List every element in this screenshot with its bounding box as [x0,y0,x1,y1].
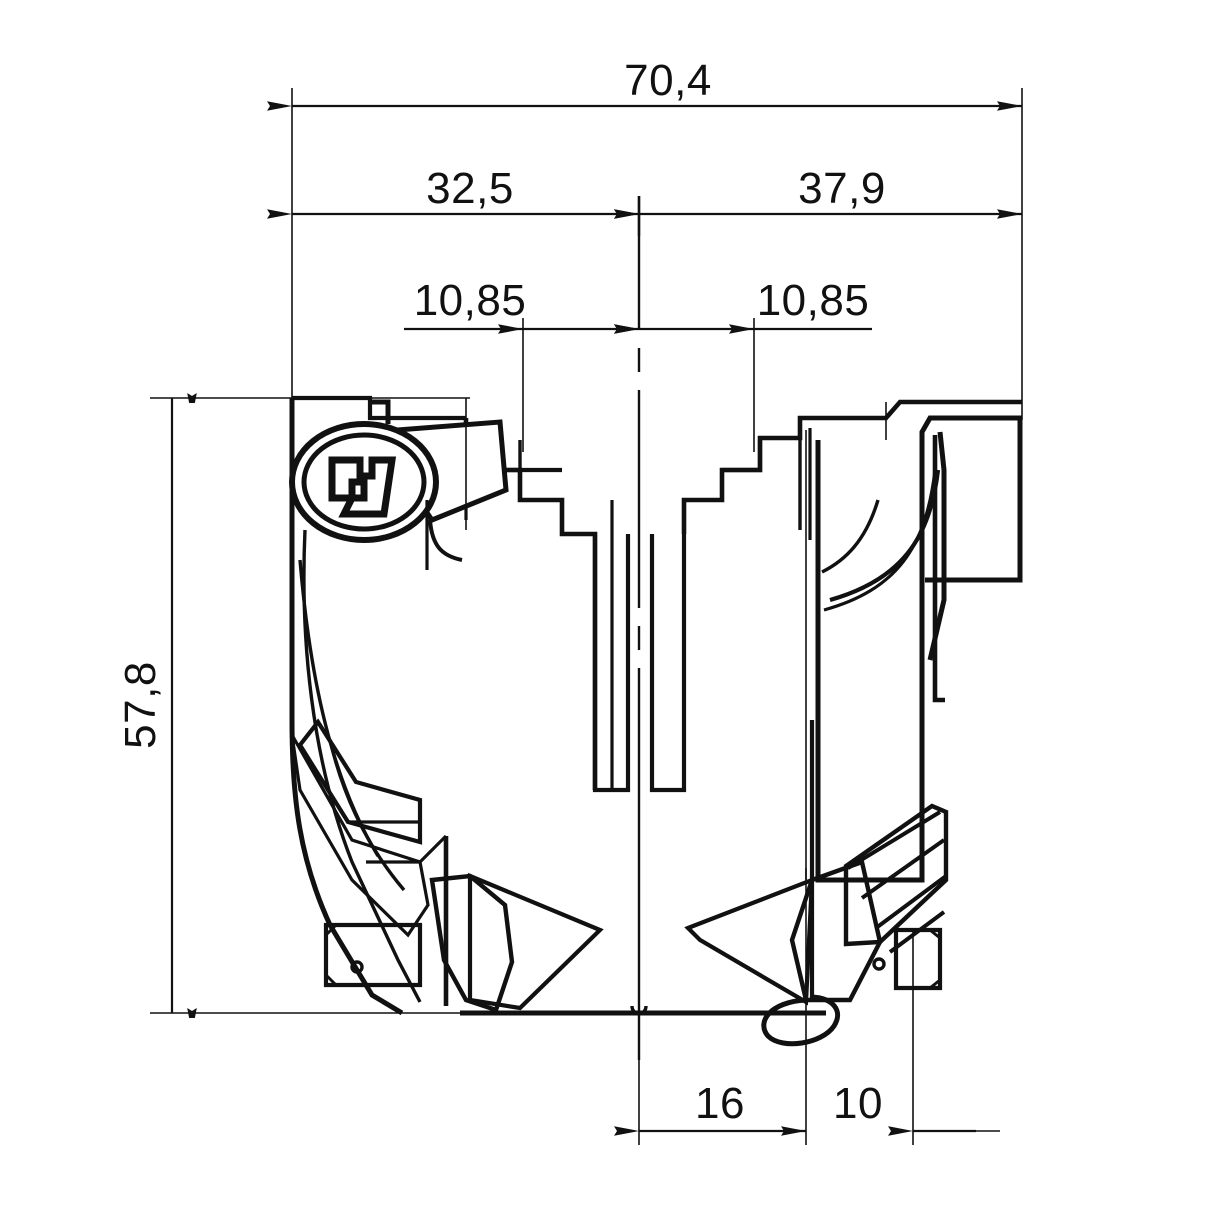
body-right-edge [932,435,945,703]
dimension-bore-right: 10,85 [614,276,872,334]
flute-curve-right-2 [823,469,937,612]
hub-right-step [681,399,1022,534]
dimension-overall-height: 57,8 [116,398,172,1013]
hub-left-top [292,395,466,421]
dimension-label-bottom-inner: 16 [695,1079,745,1128]
dimension-left-offset: 32,5 [267,164,639,219]
dimension-label-right-offset: 37,9 [798,164,886,213]
logo-emblem [289,399,509,570]
dimension-bottom-inner: 16 [614,1079,806,1136]
pocket-screw-hole-right [872,957,886,971]
insert-left-chamfer [418,834,448,864]
dimension-bore-left: 10,85 [404,276,639,334]
construction-lines [465,398,1000,1132]
insert-left-body [290,734,430,938]
logo-leader [428,519,463,562]
dimension-right-offset: 37,9 [614,164,1022,219]
insert-pocket-left [323,922,423,988]
dimension-overall-width: 70,4 [267,56,1022,111]
dimension-label-left-offset: 32,5 [426,164,514,213]
logo-stem [368,399,391,424]
pocket-screw-hole-left [350,960,364,974]
milling-cutter-body [289,395,1023,1047]
body-right-flute-edge [927,431,947,661]
insert-pocket-left-bevel [324,923,338,987]
insert-left-face [467,872,604,1011]
insert-right-hook [761,994,841,1047]
bore-wall-right [649,534,687,793]
flute-curve-right-3 [821,499,880,574]
dimension-label-overall-height: 57,8 [116,661,165,749]
logo-glyph-icon [328,456,397,518]
dimension-label-bore-right: 10,85 [757,276,870,325]
insert-pocket-right [893,927,943,991]
insert-pocket-right-bevel [929,928,941,990]
body-inner-left [302,529,422,1003]
insert-right-body [843,803,949,947]
dimension-label-bottom-outer: 10 [833,1079,883,1128]
dimension-label-bore-left: 10,85 [414,276,527,325]
dimension-bottom-outer: 10 [833,1079,976,1136]
insert-right-flutes [846,810,948,954]
insert-right-blade [789,859,883,1003]
body-outline-right [815,415,1023,883]
extension-lines [150,88,1023,1145]
dimension-label-overall-width: 70,4 [624,56,712,105]
hub-right-step2 [722,440,763,473]
flute-curve-left-2 [328,739,406,892]
